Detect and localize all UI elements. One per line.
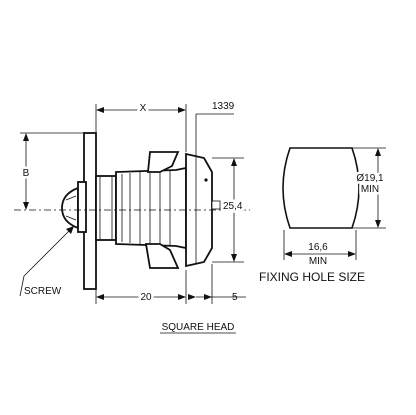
caption: SQUARE HEAD — [160, 322, 236, 334]
dimension-x: X — [95, 101, 187, 152]
square-symbol — [211, 200, 221, 210]
screw-head — [61, 186, 79, 230]
label-b: B — [23, 168, 30, 179]
collar — [95, 175, 117, 241]
label-fixing-hole-size: FIXING HOLE SIZE — [259, 270, 365, 284]
dimension-b: B — [20, 132, 84, 210]
fixing-hole-outline — [282, 147, 360, 229]
label-diameter-min: MIN — [361, 184, 379, 195]
lock-side-view — [14, 132, 250, 290]
label-width-min: MIN — [309, 256, 327, 267]
leader-part-number: 1339 — [195, 101, 235, 156]
cam-wing-bottom — [144, 243, 180, 269]
label-dim-5: 5 — [232, 292, 238, 303]
leader-screw: SCREW — [19, 225, 75, 297]
hub-washer — [77, 181, 87, 233]
dimension-5: 5 — [188, 264, 246, 304]
label-screw: SCREW — [24, 286, 62, 297]
label-x: X — [140, 103, 147, 114]
label-part-number: 1339 — [212, 101, 235, 112]
cam-wing-top — [147, 151, 180, 173]
label-dim-20: 20 — [140, 292, 152, 303]
label-square-size: 25,4 — [223, 201, 243, 212]
dimension-20: 20 — [95, 270, 187, 306]
label-diameter: Ø19,1 — [356, 173, 384, 184]
dimension-square: 25,4 — [211, 157, 245, 263]
threaded-body — [115, 166, 187, 250]
label-square-head: SQUARE HEAD — [162, 322, 235, 333]
fixing-hole-view: Ø19,1 MIN 16,6 MIN FIXING HOLE SIZE — [259, 147, 387, 284]
label-width: 16,6 — [308, 242, 328, 253]
